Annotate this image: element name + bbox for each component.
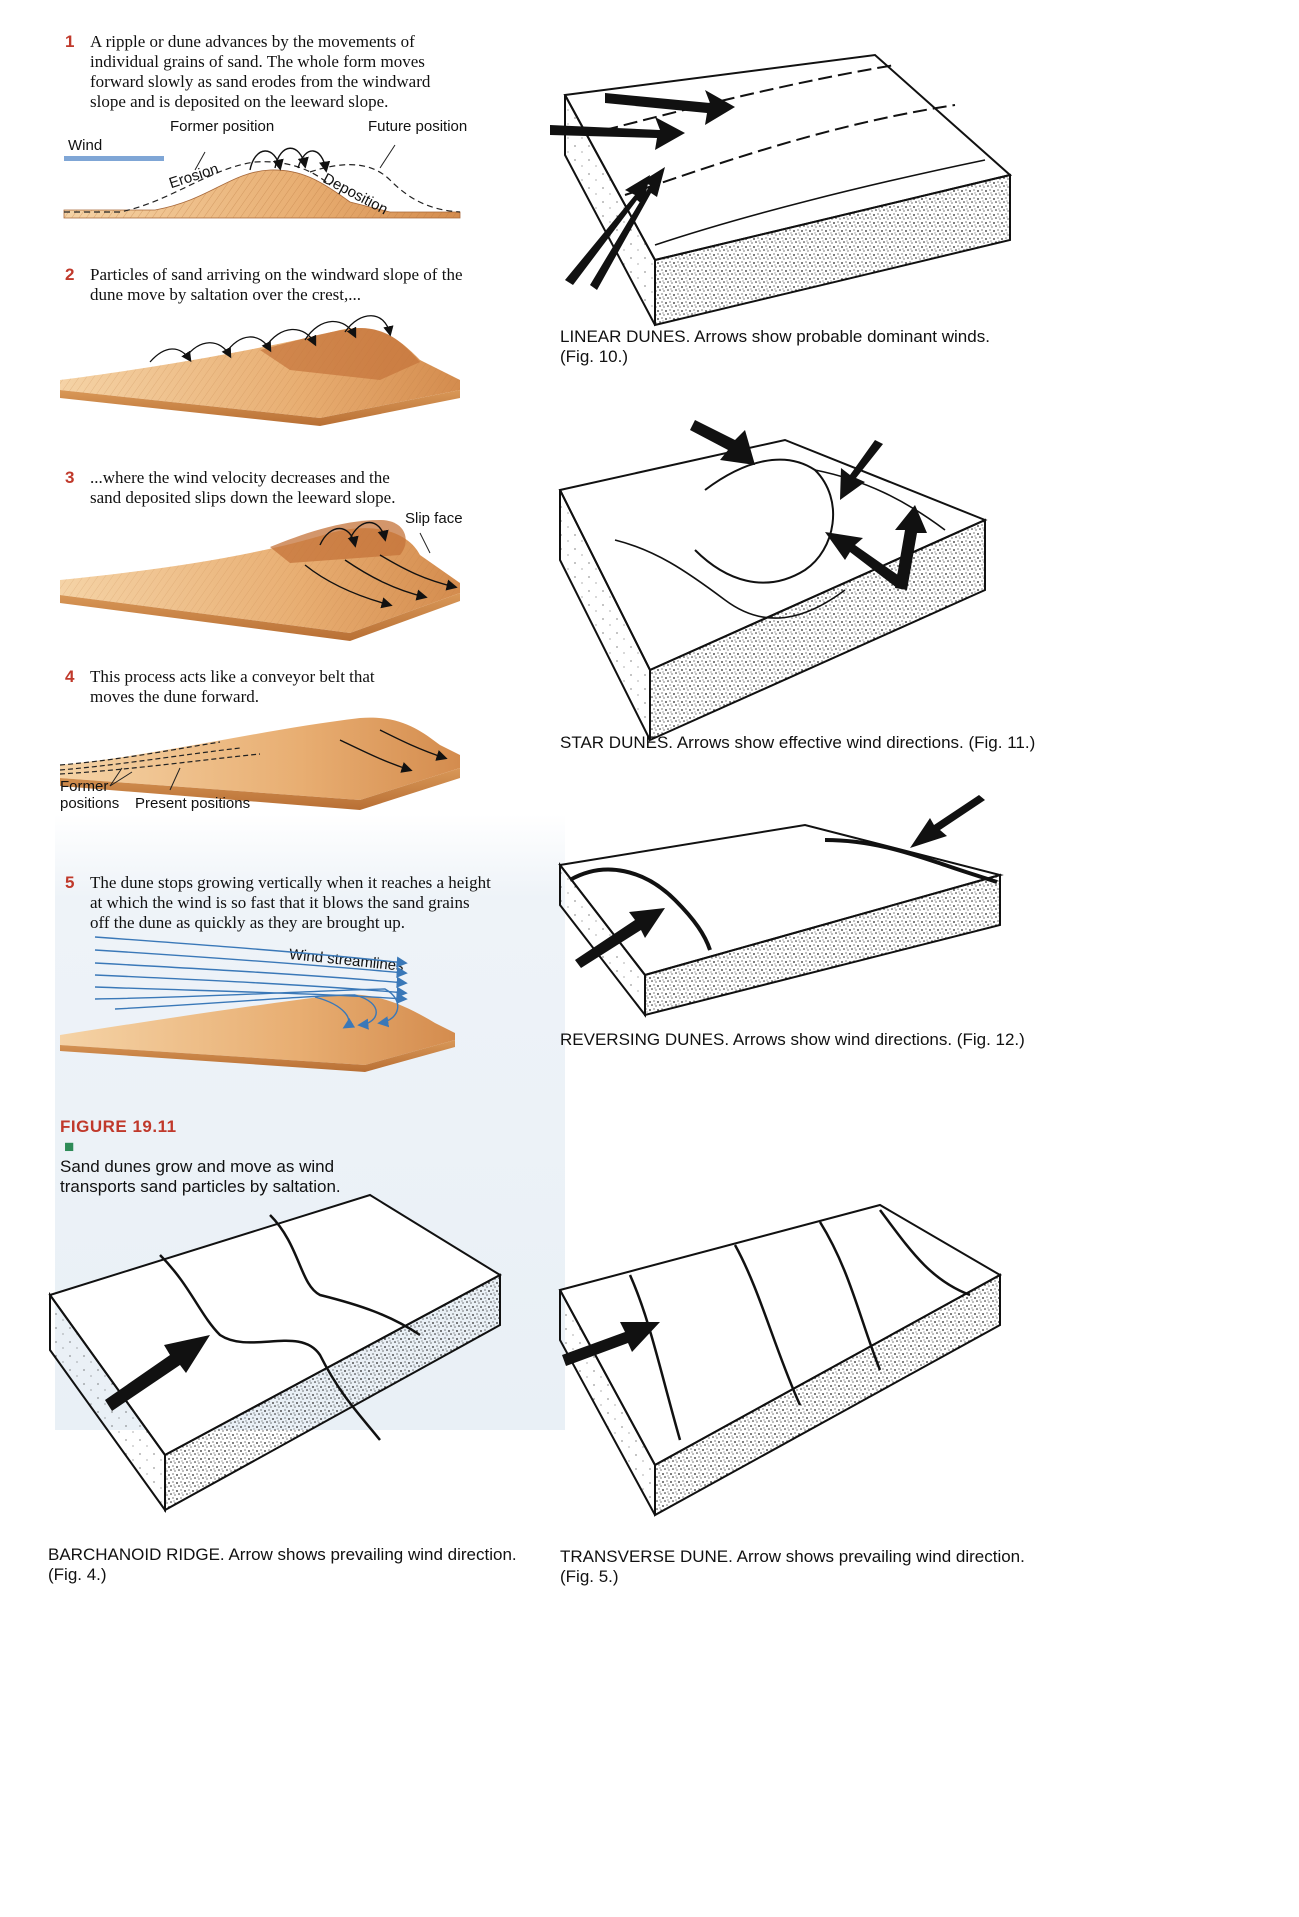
reversing-desc: Arrows show wind directions. (Fig. 12.) (733, 1030, 1025, 1049)
former-positions-label: Former positions (60, 778, 119, 812)
linear-caption: LINEAR DUNES. Arrows show probable domin… (560, 327, 1030, 367)
step-3-text: ...where the wind velocity decreases and… (90, 468, 395, 508)
step-2-number: 2 (65, 265, 74, 285)
future-position-leader (380, 145, 395, 168)
barchanoid-block (40, 1185, 510, 1515)
figure-bullet: ■ (64, 1137, 74, 1156)
figure-caption: FIGURE 19.11 ■ Sand dunes grow and move … (60, 1097, 480, 1197)
slip-face-leader (420, 533, 430, 553)
former-position-label: Former position (170, 118, 274, 135)
reversing-dunes-block (545, 800, 1045, 1015)
figure-number: FIGURE 19.11 (60, 1117, 177, 1136)
reversing-title: REVERSING DUNES. (560, 1030, 729, 1049)
transverse-block (550, 1200, 1010, 1520)
saltation-arrow-3 (298, 151, 326, 170)
step-2-text: Particles of sand arriving on the windwa… (90, 265, 463, 305)
step-5-number: 5 (65, 873, 74, 893)
step-4-dune-diagram (60, 710, 470, 810)
step-1-dune-diagram (60, 140, 470, 230)
step-3-dune-diagram (60, 515, 470, 640)
present-positions-label: Present positions (135, 795, 250, 812)
saltation-2-a (150, 349, 190, 362)
linear-title: LINEAR DUNES. (560, 327, 690, 346)
transverse-title: TRANSVERSE DUNE. (560, 1547, 733, 1566)
star-desc: Arrows show effective wind directions. (… (677, 733, 1035, 752)
step-3-number: 3 (65, 468, 74, 488)
step-2-dune-diagram (60, 310, 470, 420)
step-1-number: 1 (65, 32, 74, 52)
reversing-arrow-2 (910, 795, 985, 848)
step-4-number: 4 (65, 667, 74, 687)
linear-dunes-block (545, 45, 1045, 320)
barchanoid-caption: BARCHANOID RIDGE. Arrow shows prevailing… (48, 1545, 518, 1585)
star-caption: STAR DUNES. Arrows show effective wind d… (560, 733, 1040, 753)
future-position-label: Future position (368, 118, 467, 135)
star-dunes-block (545, 420, 1045, 720)
step-5-dune-diagram (55, 935, 465, 1065)
step-5-text: The dune stops growing vertically when i… (90, 873, 491, 933)
transverse-caption: TRANSVERSE DUNE. Arrow shows prevailing … (560, 1547, 1030, 1587)
wind-arrow-bar (64, 156, 164, 161)
step-4-text: This process acts like a conveyor belt t… (90, 667, 375, 707)
barchanoid-title: BARCHANOID RIDGE. (48, 1545, 225, 1564)
dune-hatch (64, 170, 460, 218)
star-title: STAR DUNES. (560, 733, 673, 752)
reversing-caption: REVERSING DUNES. Arrows show wind direct… (560, 1030, 1040, 1050)
step-1-text: A ripple or dune advances by the movemen… (90, 32, 430, 112)
